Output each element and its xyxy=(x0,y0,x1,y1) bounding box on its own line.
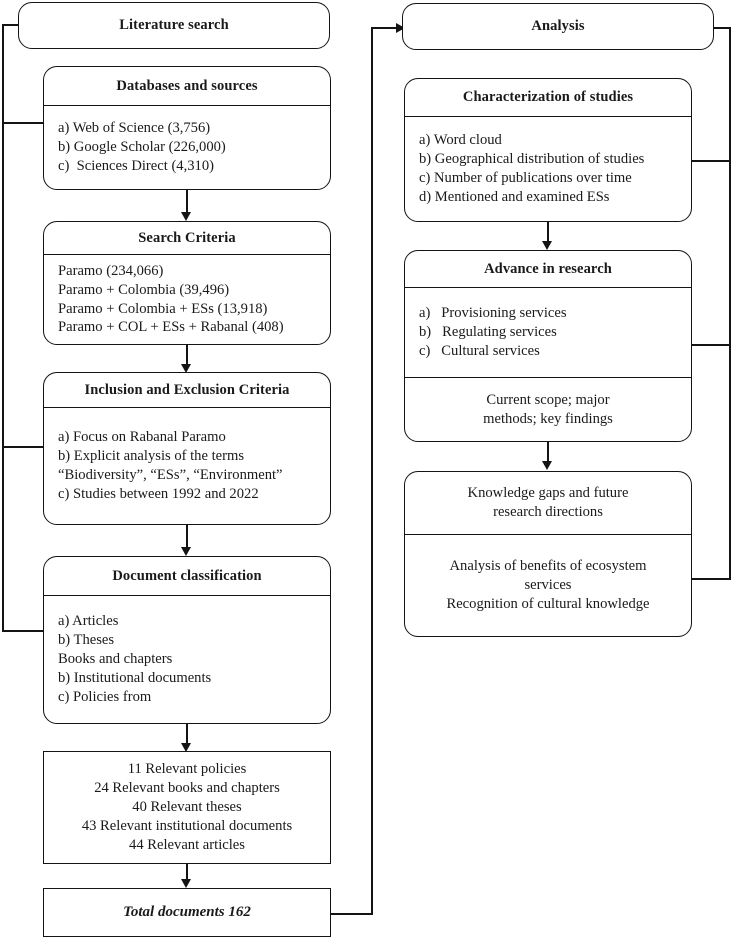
arrow-classification-to-counts-head xyxy=(181,743,191,752)
literature-search-header: Literature search xyxy=(119,17,229,33)
list-item: 44 Relevant articles xyxy=(129,836,245,853)
advance-in-research-footer: Current scope; major methods; key findin… xyxy=(405,377,691,441)
left-bracket-stub-databases xyxy=(2,122,44,124)
list-item: c) Cultural services xyxy=(419,342,540,359)
total-to-analysis-h-upper xyxy=(371,27,397,29)
list-item: c) Number of publications over time xyxy=(419,170,632,186)
inclusion-exclusion-header: Inclusion and Exclusion Criteria xyxy=(84,381,290,398)
node-analysis[interactable]: Analysis xyxy=(402,3,714,50)
right-bracket-stub-characterization xyxy=(690,160,731,162)
right-bracket-stub-analysis xyxy=(713,27,731,29)
footer-line: services xyxy=(524,577,572,594)
node-databases-and-sources[interactable]: Databases and sources a) Web of Science … xyxy=(43,66,331,190)
list-item: a) Focus on Rabanal Paramo xyxy=(58,429,226,446)
left-bracket-stub-classification xyxy=(2,630,44,632)
node-advance-in-research[interactable]: Advance in research a) Provisioning serv… xyxy=(404,250,692,442)
search-criteria-header: Search Criteria xyxy=(138,229,236,246)
footer-line: Current scope; major xyxy=(486,391,610,408)
node-characterization-of-studies[interactable]: Characterization of studies a) Word clou… xyxy=(404,78,692,222)
arrow-advance-to-knowledge-line xyxy=(547,442,549,464)
list-item: 11 Relevant policies xyxy=(127,761,247,778)
document-classification-items: a) Articles b) Theses Books and chapters… xyxy=(44,595,330,723)
advance-in-research-items: a) Provisioning services b) Regulating s… xyxy=(405,287,691,377)
list-item: a) Word cloud xyxy=(419,132,502,149)
characterization-header: Characterization of studies xyxy=(462,89,634,105)
list-item: a) Articles xyxy=(58,613,119,630)
list-item: b) Geographical distribution of studies xyxy=(419,151,645,168)
right-bracket-spine xyxy=(729,27,731,578)
knowledge-gaps-header: Knowledge gaps and future research direc… xyxy=(405,472,691,534)
arrow-databases-to-search-criteria-line xyxy=(186,190,188,214)
list-item: b) Explicit analysis of the terms xyxy=(58,448,245,465)
relevant-counts-items: 11 Relevant policies 24 Relevant books a… xyxy=(44,752,330,863)
list-item: b) Google Scholar (226,000) xyxy=(58,139,226,156)
list-item: 43 Relevant institutional documents xyxy=(81,817,293,834)
arrow-characterization-to-advance-line xyxy=(547,222,549,244)
right-bracket-stub-knowledge xyxy=(690,578,731,580)
arrow-inclusion-to-classification-head xyxy=(181,547,191,556)
document-classification-header: Document classification xyxy=(112,567,262,584)
node-document-classification[interactable]: Document classification a) Articles b) T… xyxy=(43,556,331,724)
list-item: c) Policies from xyxy=(58,688,152,705)
node-total-documents[interactable]: Total documents 162 xyxy=(43,888,331,937)
header-line: Knowledge gaps and future xyxy=(467,485,629,502)
footer-line: methods; key findings xyxy=(483,410,613,427)
header-line: research directions xyxy=(493,504,603,520)
list-item: a) Provisioning services xyxy=(419,305,567,322)
list-item: Paramo (234,066) xyxy=(58,262,164,279)
node-relevant-counts[interactable]: 11 Relevant policies 24 Relevant books a… xyxy=(43,751,331,864)
characterization-items: a) Word cloud b) Geographical distributi… xyxy=(405,116,691,221)
knowledge-gaps-footer: Analysis of benefits of ecosystem servic… xyxy=(405,534,691,636)
arrow-advance-to-knowledge-head xyxy=(542,461,552,470)
total-to-analysis-h-lower xyxy=(329,913,373,915)
search-criteria-items: Paramo (234,066) Paramo + Colombia (39,4… xyxy=(44,254,330,344)
arrow-counts-to-total-head xyxy=(181,879,191,888)
node-knowledge-gaps[interactable]: Knowledge gaps and future research direc… xyxy=(404,471,692,637)
arrow-inclusion-to-classification-line xyxy=(186,525,188,549)
arrow-characterization-to-advance-head xyxy=(542,241,552,250)
arrow-classification-to-counts-line xyxy=(186,724,188,746)
list-item: “Biodiversity”, “ESs”, “Environment” xyxy=(58,467,283,483)
databases-header: Databases and sources xyxy=(116,77,258,94)
footer-line: Analysis of benefits of ecosystem xyxy=(449,558,647,575)
list-item: c) Sciences Direct (4,310) xyxy=(58,157,215,174)
list-item: Paramo + COL + ESs + Rabanal (408) xyxy=(58,319,284,336)
right-bracket-stub-advance xyxy=(690,344,731,346)
arrow-search-to-inclusion-head xyxy=(181,364,191,373)
node-literature-search[interactable]: Literature search xyxy=(18,2,330,49)
list-item: c) Studies between 1992 and 2022 xyxy=(58,485,259,502)
left-bracket-spine xyxy=(2,24,4,632)
list-item: b) Institutional documents xyxy=(58,669,212,686)
node-inclusion-exclusion-criteria[interactable]: Inclusion and Exclusion Criteria a) Focu… xyxy=(43,372,331,525)
list-item: b) Regulating services xyxy=(419,324,557,341)
arrow-counts-to-total-line xyxy=(186,864,188,882)
list-item: b) Theses xyxy=(58,632,115,649)
list-item: Paramo + Colombia + ESs (13,918) xyxy=(58,300,268,317)
arrow-databases-to-search-criteria-head xyxy=(181,212,191,221)
list-item: d) Mentioned and examined ESs xyxy=(419,188,610,205)
left-bracket-stub-inclusion xyxy=(2,446,44,448)
inclusion-exclusion-items: a) Focus on Rabanal Paramo b) Explicit a… xyxy=(44,407,330,524)
total-to-analysis-vertical xyxy=(371,27,373,915)
list-item: Paramo + Colombia (39,496) xyxy=(58,281,230,298)
arrow-search-to-inclusion-line xyxy=(186,345,188,367)
footer-line: Recognition of cultural knowledge xyxy=(446,595,650,612)
analysis-header: Analysis xyxy=(531,18,585,34)
list-item: 40 Relevant theses xyxy=(132,799,242,816)
advance-in-research-header: Advance in research xyxy=(484,260,612,277)
analysis-inbound-arrowhead xyxy=(396,22,405,33)
list-item: Books and chapters xyxy=(58,651,173,668)
list-item: a) Web of Science (3,756) xyxy=(58,120,211,137)
total-documents-label: Total documents 162 xyxy=(123,904,251,920)
databases-items: a) Web of Science (3,756) b) Google Scho… xyxy=(44,105,330,189)
node-search-criteria[interactable]: Search Criteria Paramo (234,066) Paramo … xyxy=(43,221,331,345)
list-item: 24 Relevant books and chapters xyxy=(94,780,280,797)
left-bracket-stub-literature xyxy=(2,24,32,26)
